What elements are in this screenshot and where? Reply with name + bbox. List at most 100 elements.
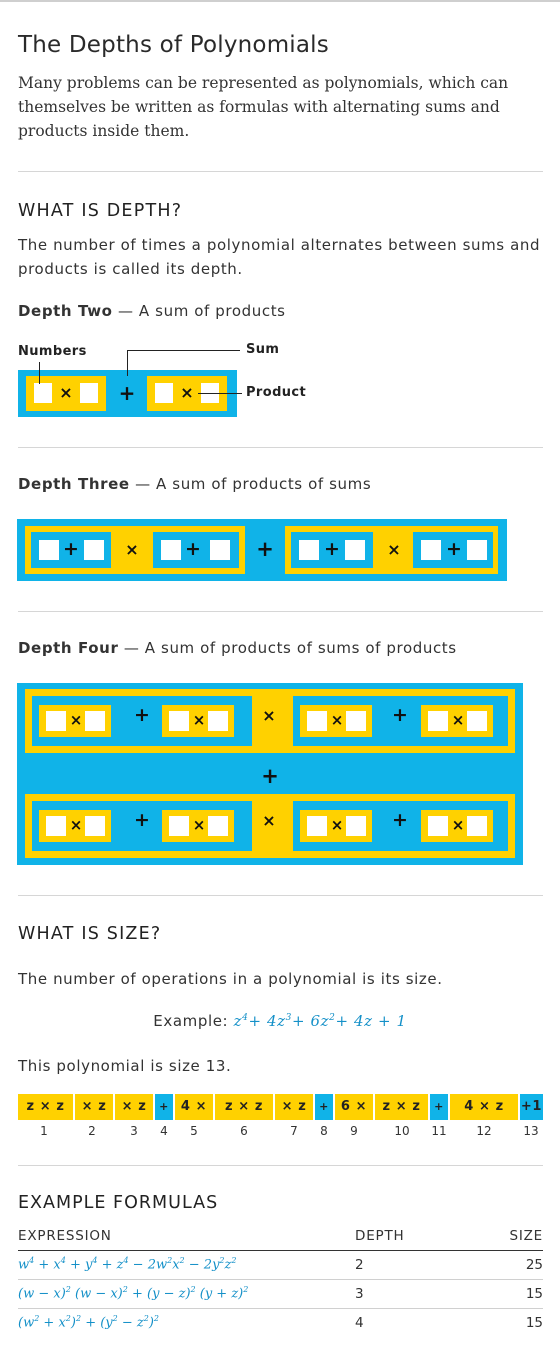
number-box [307, 816, 327, 836]
depth-header: DEPTH [355, 1228, 405, 1244]
callout-line [198, 393, 242, 394]
number-box [345, 540, 365, 560]
section-divider [18, 447, 543, 448]
number-box [421, 540, 441, 560]
times-sign: × [262, 706, 276, 725]
size-segment-number: 1 [40, 1124, 48, 1138]
plus-sign: + [324, 538, 340, 560]
expression-cell: (w2 + x2)2 + (y2 − z2)2 [18, 1314, 160, 1331]
size-segment: × z [275, 1094, 313, 1120]
size-segment-number: 7 [290, 1124, 298, 1138]
depth-three-label: Depth Three — A sum of products of sums [18, 475, 371, 493]
page-title: The Depths of Polynomials [18, 32, 329, 58]
number-box [210, 540, 230, 560]
example-label: Example: [153, 1012, 229, 1030]
plus-sign: + [185, 538, 201, 560]
plus-sign: + [392, 809, 408, 831]
callout-line [127, 350, 128, 376]
expression-cell: w4 + x4 + y4 + z4 − 2w2x2 − 2y2z2 [18, 1256, 237, 1273]
number-box [307, 711, 327, 731]
times-sign: × [387, 540, 401, 559]
number-box [467, 816, 487, 836]
size-segment-number: 12 [476, 1124, 492, 1138]
size-statement: This polynomial is size 13. [18, 1057, 232, 1075]
formulas-title: EXAMPLE FORMULAS [18, 1193, 219, 1213]
callout-line [39, 362, 40, 384]
size-segment-number: 3 [130, 1124, 138, 1138]
number-box [208, 711, 228, 731]
number-box [85, 711, 105, 731]
plus-sign: + [392, 704, 408, 726]
depth-four-desc: — A sum of products of sums of products [123, 639, 457, 657]
section-divider [18, 1165, 543, 1166]
table-row-rule [18, 1279, 543, 1280]
number-box [346, 816, 366, 836]
number-box [299, 540, 319, 560]
size-segment-number: 9 [350, 1124, 358, 1138]
number-box [169, 711, 189, 731]
example-line: Example: z4+ 4z3+ 6z2+ 4z + 1 [0, 1012, 560, 1030]
size-segment: × z [115, 1094, 153, 1120]
size-segment-number: 8 [320, 1124, 328, 1138]
size-segment-number: 11 [431, 1124, 447, 1138]
times-sign: × [192, 816, 206, 834]
number-box [161, 540, 181, 560]
plus-sign: + [261, 764, 279, 788]
times-sign: × [262, 811, 276, 830]
times-sign: × [330, 711, 344, 729]
size-segment-number: 2 [88, 1124, 96, 1138]
depth-description: The number of times a polynomial alterna… [18, 236, 541, 278]
sum-callout: Sum [246, 342, 280, 357]
number-box [34, 383, 52, 403]
product-callout: Product [246, 385, 307, 400]
depth-two-desc: — A sum of products [117, 302, 286, 320]
depth-two-label: Depth Two — A sum of products [18, 302, 286, 320]
plus-sign: + [134, 809, 150, 831]
size-segment: +1 [520, 1094, 543, 1120]
section-divider [18, 171, 543, 172]
depth-section-title: WHAT IS DEPTH? [18, 201, 183, 221]
times-sign: × [125, 540, 139, 559]
size-cell: 15 [525, 1315, 543, 1331]
times-sign: × [451, 816, 465, 834]
number-box [155, 383, 173, 403]
depth-two-name: Depth Two [18, 302, 113, 320]
times-sign: × [59, 383, 73, 402]
size-segment: + [315, 1094, 333, 1120]
number-box [208, 816, 228, 836]
times-sign: × [330, 816, 344, 834]
section-divider [18, 895, 543, 896]
top-divider [0, 0, 560, 2]
callout-line [127, 350, 240, 351]
size-segment: × z [75, 1094, 113, 1120]
size-segment-number: 6 [240, 1124, 248, 1138]
expression-header: EXPRESSION [18, 1228, 112, 1244]
size-segment: z × z [215, 1094, 273, 1120]
depth-four-name: Depth Four [18, 639, 119, 657]
size-segment: + [430, 1094, 448, 1120]
size-segment: + [155, 1094, 173, 1120]
number-box [467, 711, 487, 731]
number-box [39, 540, 59, 560]
size-header: SIZE [509, 1228, 543, 1244]
section-divider [18, 611, 543, 612]
times-sign: × [69, 711, 83, 729]
depth-four-label: Depth Four — A sum of products of sums o… [18, 639, 457, 657]
depth-cell: 4 [355, 1315, 364, 1331]
size-segment-number: 4 [160, 1124, 168, 1138]
number-box [46, 816, 66, 836]
times-sign: × [451, 711, 465, 729]
size-segment: 4 × [175, 1094, 213, 1120]
depth-cell: 2 [355, 1257, 364, 1273]
size-segment-number: 13 [523, 1124, 539, 1138]
table-header-rule [18, 1250, 543, 1251]
times-sign: × [192, 711, 206, 729]
numbers-callout: Numbers [18, 344, 87, 359]
size-section-title: WHAT IS SIZE? [18, 924, 162, 944]
size-segment: 6 × [335, 1094, 373, 1120]
number-box [169, 816, 189, 836]
depth-cell: 3 [355, 1286, 364, 1302]
number-box [428, 816, 448, 836]
times-sign: × [180, 383, 194, 402]
size-segment: 4 × z [450, 1094, 518, 1120]
